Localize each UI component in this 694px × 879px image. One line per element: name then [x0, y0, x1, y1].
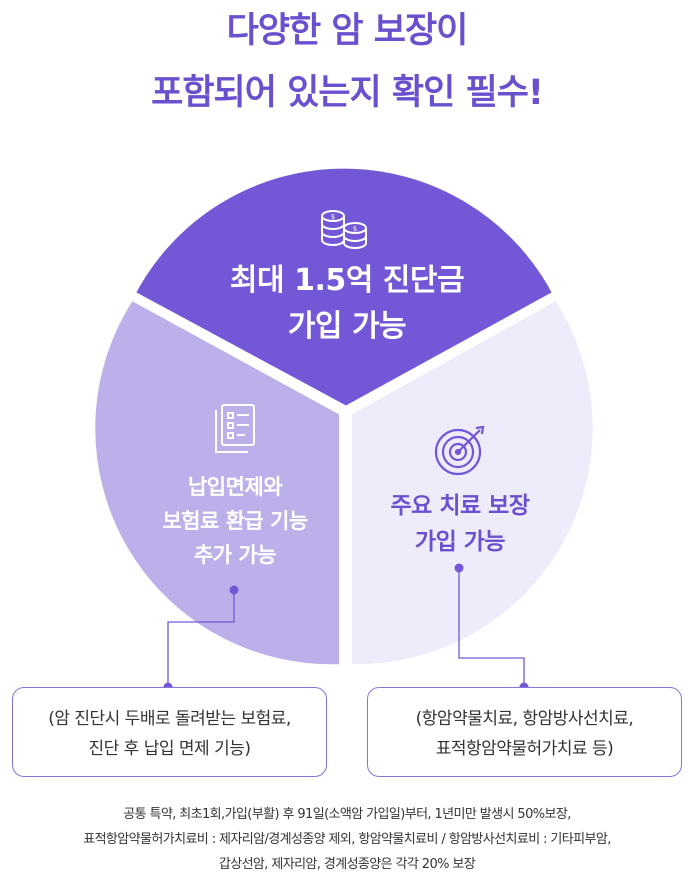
footnote-line-1: 공통 특약, 최초1회,가입(부활) 후 91일(소액암 가입일)부터, 1년미… [123, 807, 571, 822]
segment-top-text: 최대 1.5억 진단금 가입 가능 [197, 258, 497, 350]
pie-segment-right [344, 292, 601, 673]
segment-right-line-2: 가입 가능 [414, 529, 506, 555]
footnote-line-2: 표적항암약물허가치료비 : 제자리암/경계성종양 제외, 항암약물치료비 / 항… [83, 832, 611, 847]
callout-left-line-1: (암 진단시 두배로 돌려받는 보험료, [48, 709, 291, 729]
pie-segment-top [127, 160, 561, 414]
pie-segment-left [87, 292, 347, 673]
footnote-line-3: 갑상선암, 제자리암, 경계성종양은 각각 20% 보장 [218, 857, 476, 872]
segment-left-line-1: 납입면제와 [187, 475, 283, 499]
headline-line-1: 다양한 암 보장이 [226, 11, 469, 51]
callout-right-box: (항암약물치료, 항암방사선치료, 표적항암약물허가치료 등) [367, 687, 682, 777]
svg-text:$: $ [331, 213, 335, 221]
segment-left-text: 납입면제와 보험료 환급 기능 추가 가능 [120, 470, 350, 572]
document-checklist-icon [215, 404, 255, 453]
svg-text:$: $ [353, 225, 357, 233]
segment-right-text: 주요 치료 보장 가입 가능 [350, 488, 570, 560]
callout-left-line-2: 진단 후 납입 면제 기능) [88, 739, 251, 759]
segment-top-line-1: 최대 1.5억 진단금 [229, 263, 465, 298]
segment-right-line-1: 주요 치료 보장 [390, 493, 530, 519]
footnote: 공통 특약, 최초1회,가입(부활) 후 91일(소액암 가입일)부터, 1년미… [0, 802, 694, 877]
callout-right-line-1: (항암약물치료, 항암방사선치료, [415, 709, 634, 729]
coins-icon: $ $ [321, 210, 367, 249]
segment-left-line-3: 추가 가능 [193, 543, 277, 567]
callout-right-line-2: 표적항암약물허가치료 등) [435, 739, 614, 759]
segment-left-line-2: 보험료 환급 기능 [162, 509, 308, 533]
target-icon [434, 425, 485, 476]
callout-left-box: (암 진단시 두배로 돌려받는 보험료, 진단 후 납입 면제 기능) [12, 687, 327, 777]
headline-line-2: 포함되어 있는지 확인 필수! [151, 73, 544, 113]
segment-top-line-2: 가입 가능 [287, 309, 407, 344]
